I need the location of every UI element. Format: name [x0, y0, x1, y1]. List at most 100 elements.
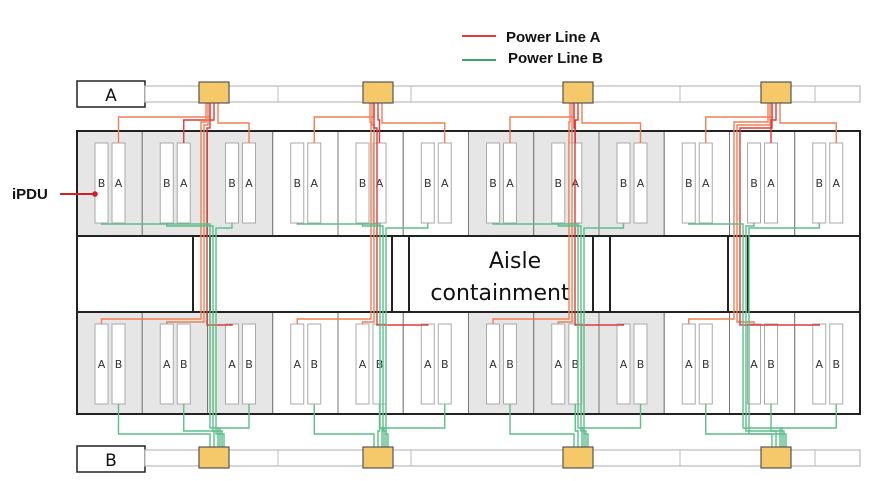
ipdu-label-a: A — [554, 358, 562, 371]
ipdu-label-b: B — [180, 358, 188, 371]
tap-box-b — [198, 446, 230, 469]
aisle-segment — [747, 235, 861, 313]
ipdu-label-b: B — [620, 177, 628, 190]
ipdu-label-a: A — [815, 358, 823, 371]
ipdu-label-b: B — [441, 358, 449, 371]
ipdu-label-a: A — [750, 358, 758, 371]
ipdu-label-a: A — [702, 177, 710, 190]
power-line-b-wire — [748, 223, 820, 447]
power-line-a-wire — [377, 103, 381, 143]
power-line-b-wire — [117, 404, 211, 447]
power-line-a-wire — [688, 103, 769, 324]
ipdu-label-b: B — [815, 177, 823, 190]
rack-cabinet — [272, 311, 339, 415]
rack-cabinet — [729, 130, 796, 237]
rack-cabinet — [402, 311, 469, 415]
aisle-zone: Aisle containment — [76, 235, 861, 313]
rack-cabinet — [729, 311, 796, 415]
power-line-a-wire — [557, 103, 573, 324]
ipdu-label-b: B — [228, 177, 236, 190]
busway-b-label: B — [105, 451, 117, 471]
rack-cabinet — [76, 130, 143, 237]
ipdu-label-a: A — [115, 177, 123, 190]
rack-cabinet — [337, 311, 404, 415]
ipdu-label-b: B — [245, 358, 253, 371]
rack-cabinet — [663, 130, 730, 237]
legend-label-power-line-a: Power Line A — [506, 29, 601, 46]
ipdu-callout-dot — [92, 191, 98, 197]
ipdu-label-b: B — [554, 177, 562, 190]
power-line-a-wire — [296, 103, 372, 324]
power-line-b-wire — [183, 404, 215, 447]
rack-cabinet — [533, 311, 600, 415]
power-line-b-wire — [779, 404, 837, 447]
legend-item-power-line-b: Power Line B — [462, 50, 603, 67]
power-line-b-wire — [217, 404, 250, 447]
ipdu-label-b: B — [750, 177, 758, 190]
rack-cabinet — [141, 130, 208, 237]
busway-a-track — [144, 85, 861, 103]
ipdu-label-b: B — [637, 358, 645, 371]
rack-cabinet — [794, 311, 861, 415]
ipdu-label-a: A — [245, 177, 253, 190]
ipdu-label-a: A — [293, 358, 301, 371]
tap-box-a — [760, 81, 792, 104]
tap-box-b — [760, 446, 792, 469]
ipdu-label-b: B — [115, 358, 123, 371]
busway-b: B — [76, 445, 861, 473]
ipdu-label-b: B — [832, 358, 840, 371]
rack-cabinet — [468, 311, 535, 415]
power-line-b-wire — [381, 404, 446, 447]
ipdu-label-a: A — [359, 358, 367, 371]
power-line-b-wire — [581, 404, 642, 447]
rack-cabinet — [468, 130, 535, 237]
power-line-a-wire — [770, 103, 777, 143]
rack-cabinet — [207, 311, 274, 415]
ipdu-label-b: B — [489, 177, 497, 190]
busway-a-label: A — [105, 86, 117, 106]
ipdu-label-a: A — [228, 358, 236, 371]
tap-box-a — [198, 81, 230, 104]
ipdu-label-b: B — [506, 358, 514, 371]
power-line-b-wire — [583, 223, 625, 447]
tap-box-b — [562, 446, 594, 469]
aisle-segment — [209, 235, 393, 313]
ipdu-label-b: B — [359, 177, 367, 190]
aisle-segment — [76, 235, 194, 313]
power-line-a-wire — [779, 103, 837, 143]
aisle-containment-box — [408, 235, 594, 313]
power-line-b-wire — [313, 404, 375, 447]
ipdu-label-b: B — [685, 177, 693, 190]
rack-cabinet — [794, 130, 861, 237]
power-line-b-wire — [215, 223, 233, 447]
ipdu-label-a: A — [376, 177, 384, 190]
ipdu-label-a: A — [98, 358, 106, 371]
ipdu-label-a: A — [767, 177, 775, 190]
rack-cabinet — [402, 130, 469, 237]
busway-dividers — [277, 86, 816, 466]
ipdu-label-a: A — [637, 177, 645, 190]
power-line-a-wire — [217, 103, 250, 143]
power-line-b-wire — [509, 404, 575, 447]
power-line-b-wire — [385, 223, 429, 447]
power-line-a-wire — [183, 103, 215, 143]
